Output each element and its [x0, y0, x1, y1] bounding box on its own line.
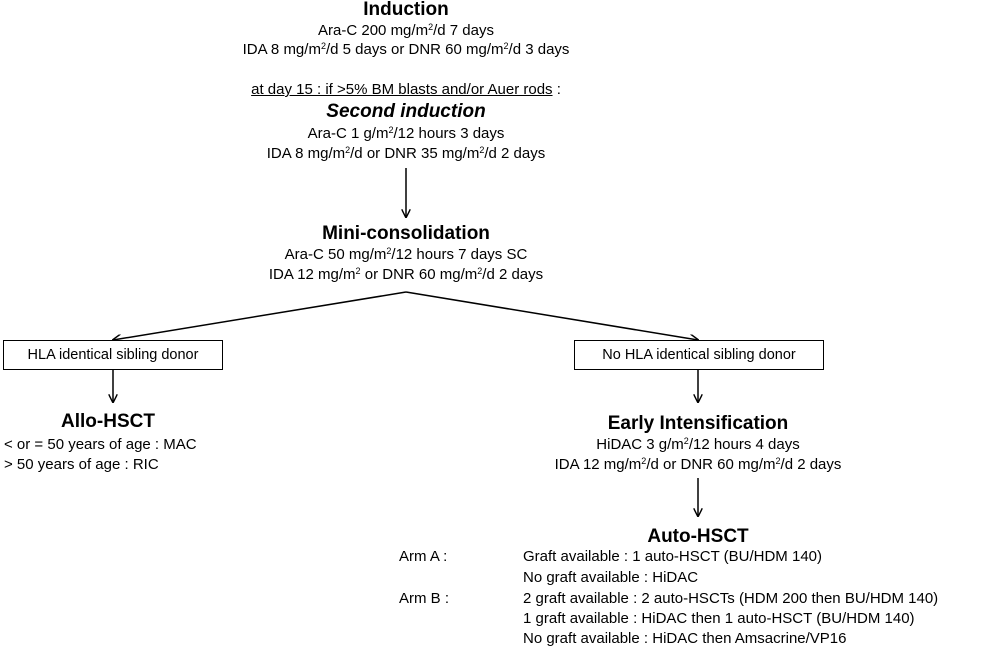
- arrow-split-to-sibling-donor: [113, 291, 407, 340]
- no-sibling-donor-box: No HLA identical sibling donor: [574, 340, 824, 370]
- early-intensification-line-2: IDA 12 mg/m2/d or DNR 60 mg/m2/d 2 days: [554, 456, 842, 473]
- mini-consolidation-line-2: IDA 12 mg/m2 or DNR 60 mg/m2/d 2 days: [268, 266, 544, 283]
- allo-hsct-line-1: < or = 50 years of age : MAC: [4, 436, 197, 453]
- second-induction-title: Second induction: [326, 101, 486, 122]
- auto-hsct-title: Auto-HSCT: [647, 526, 749, 547]
- early-intensification-title: Early Intensification: [607, 413, 789, 434]
- induction-line-2: IDA 8 mg/m2/d 5 days or DNR 60 mg/m2/d 3…: [242, 41, 570, 58]
- arm-a-label: Arm A :: [399, 548, 448, 565]
- sibling-donor-label: HLA identical sibling donor: [27, 347, 199, 363]
- allo-hsct-line-2: > 50 years of age : RIC: [4, 456, 159, 473]
- arm-b-line-2: 1 graft available : HiDAC then 1 auto-HS…: [523, 610, 915, 627]
- sibling-donor-box: HLA identical sibling donor: [3, 340, 223, 370]
- mini-consolidation-title: Mini-consolidation: [322, 223, 490, 244]
- allo-hsct-title: Allo-HSCT: [61, 411, 155, 432]
- early-intensification-line-1: HiDAC 3 g/m2/12 hours 4 days: [596, 436, 800, 453]
- arm-a-line-1: Graft available : 1 auto-HSCT (BU/HDM 14…: [523, 548, 822, 565]
- arm-b-line-3: No graft available : HiDAC then Amsacrin…: [523, 630, 847, 647]
- second-induction-line-1: Ara-C 1 g/m2/12 hours 3 days: [307, 125, 505, 142]
- arm-a-line-2: No graft available : HiDAC: [523, 569, 699, 586]
- arrow-split-to-no-sibling-donor: [405, 291, 698, 340]
- induction-title: Induction: [363, 0, 449, 20]
- day15-condition-text: at day 15 : if >5% BM blasts and/or Auer…: [251, 81, 553, 98]
- arm-b-line-1: 2 graft available : 2 auto-HSCTs (HDM 20…: [523, 590, 939, 607]
- second-induction-line-2: IDA 8 mg/m2/d or DNR 35 mg/m2/d 2 days: [266, 145, 546, 162]
- day15-condition: at day 15 : if >5% BM blasts and/or Auer…: [251, 82, 561, 97]
- arm-b-label: Arm B :: [399, 590, 450, 607]
- no-sibling-donor-label: No HLA identical sibling donor: [602, 347, 796, 363]
- induction-line-1: Ara-C 200 mg/m2/d 7 days: [318, 22, 494, 39]
- mini-consolidation-line-1: Ara-C 50 mg/m2/12 hours 7 days SC: [284, 246, 528, 263]
- day15-condition-suffix: :: [552, 81, 561, 98]
